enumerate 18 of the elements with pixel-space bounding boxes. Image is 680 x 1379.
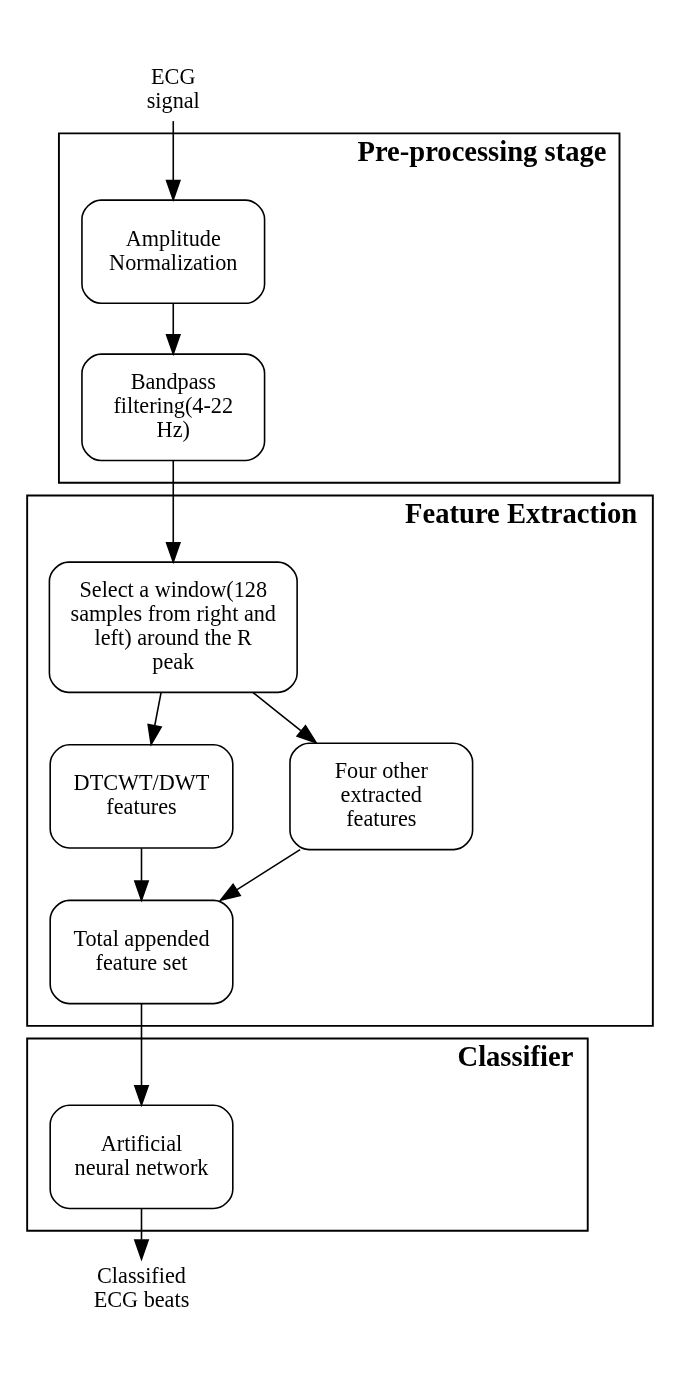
node-box: Total appended feature set bbox=[49, 899, 234, 1004]
node-text: Classified ECG beats bbox=[93, 1262, 190, 1312]
arrow bbox=[165, 459, 182, 564]
node-box: DTCWT/DWT features bbox=[49, 743, 234, 849]
arrow bbox=[133, 1002, 150, 1107]
arrow bbox=[165, 302, 182, 356]
node-box: Bandpass filtering(4-22 Hz) bbox=[81, 352, 266, 461]
arrow bbox=[133, 847, 150, 903]
node-box: Select a window(128 samples from right and left) around the R peak bbox=[48, 560, 298, 693]
node-text: ECG signal bbox=[146, 63, 200, 113]
arrow bbox=[147, 691, 163, 747]
arrow bbox=[165, 119, 182, 202]
arrow bbox=[218, 848, 301, 901]
arrow bbox=[133, 1207, 150, 1261]
arrow bbox=[252, 691, 319, 744]
node-box: Artificial neural network bbox=[49, 1103, 234, 1209]
node-box: Four other extracted features bbox=[289, 741, 474, 850]
node-box: Amplitude Normalization bbox=[81, 198, 266, 304]
